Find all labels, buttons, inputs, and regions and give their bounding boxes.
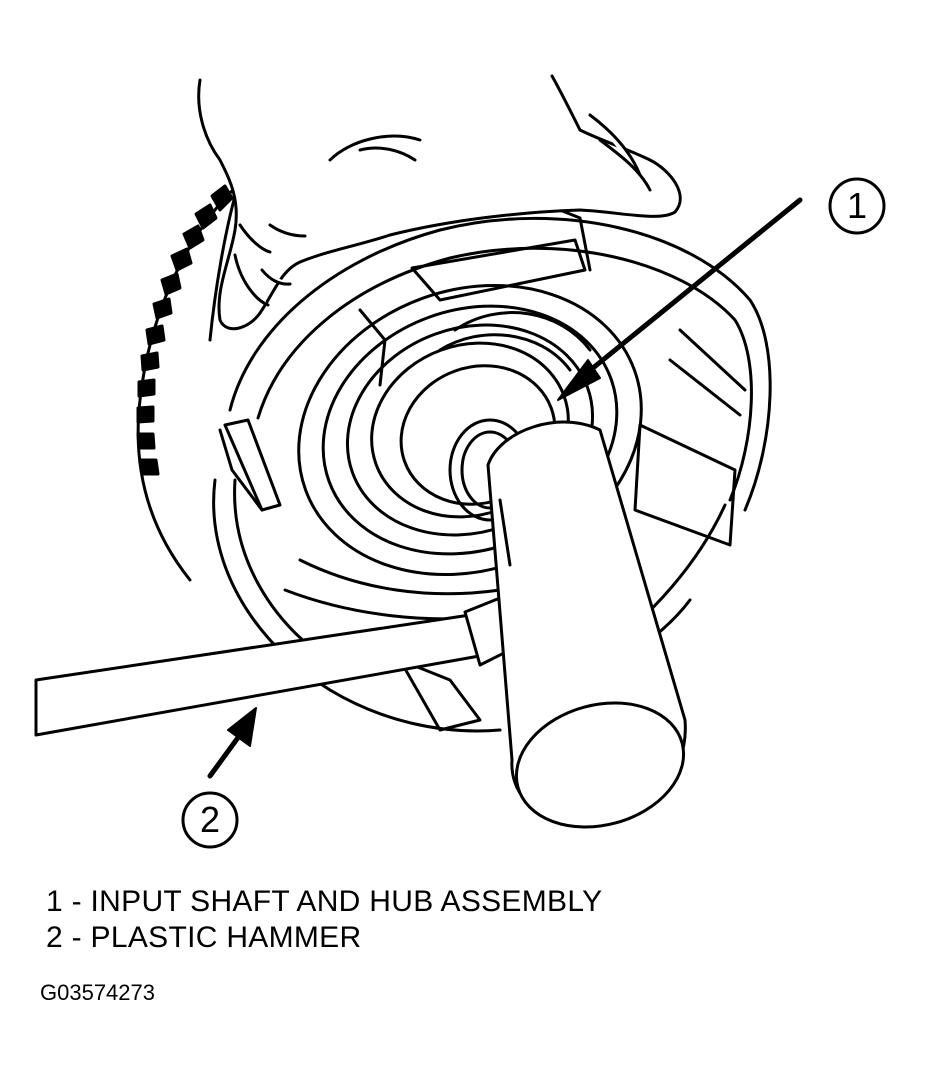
callout-1-number: 1: [846, 185, 868, 226]
legend: 1 - INPUT SHAFT AND HUB ASSEMBLY 2 - PLA…: [46, 884, 602, 956]
callout-1-circle: [828, 177, 886, 235]
input-shaft-hub: [438, 311, 592, 372]
callout-2-number: 2: [199, 799, 221, 840]
callout-1-arrow: [557, 197, 803, 401]
callout-2-circle: [181, 791, 239, 849]
assembly-illustration: [34, 74, 886, 849]
figure-id: G03574273: [40, 980, 155, 1005]
gear-drum: [136, 183, 240, 582]
callout-2-arrow: [207, 707, 257, 779]
plastic-hammer: [34, 420, 687, 829]
legend-item-1: 1 - INPUT SHAFT AND HUB ASSEMBLY: [46, 885, 603, 918]
hand: [197, 74, 682, 331]
legend-item-2: 2 - PLASTIC HAMMER: [46, 921, 362, 954]
